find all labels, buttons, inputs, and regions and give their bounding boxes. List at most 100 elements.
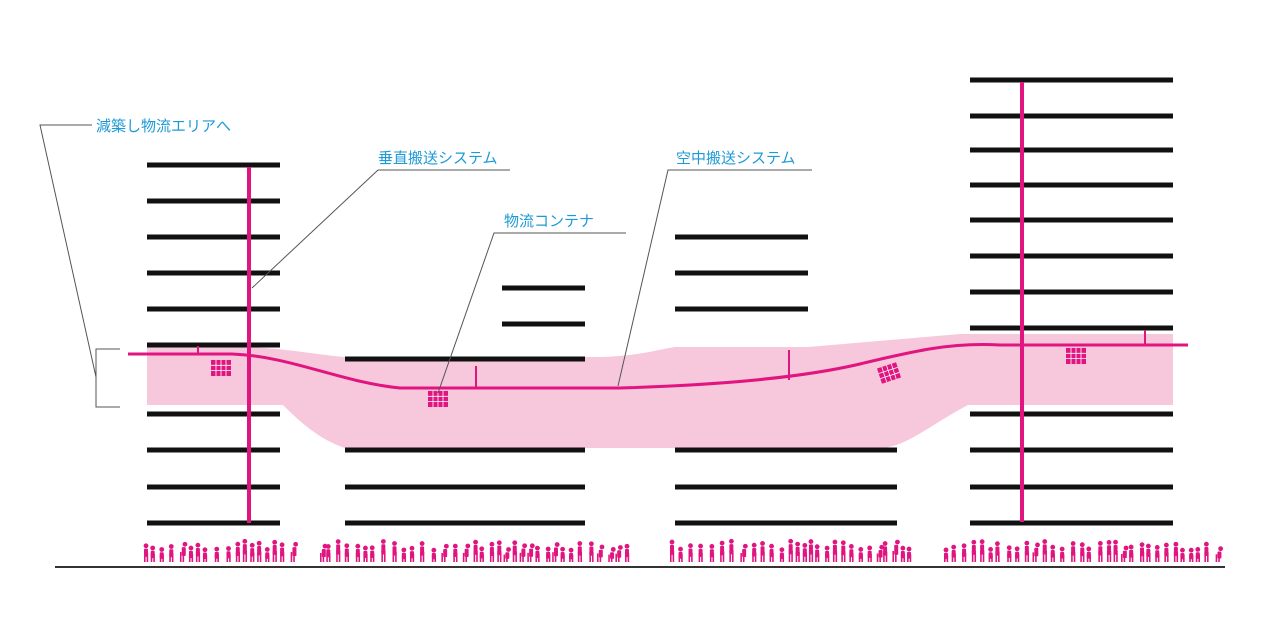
person-silhouette xyxy=(235,541,241,562)
floor-slab xyxy=(970,113,1173,119)
person-silhouette xyxy=(795,541,801,562)
person-silhouette xyxy=(608,547,616,562)
person-silhouette xyxy=(769,543,774,562)
leader-aerial-transport xyxy=(617,169,812,387)
floor-slab xyxy=(345,520,585,526)
person-silhouette xyxy=(848,544,854,562)
person-silhouette xyxy=(728,538,734,562)
person-silhouette xyxy=(1173,541,1179,562)
person-silhouette xyxy=(1128,544,1134,562)
logistics-containers xyxy=(211,348,1086,407)
person-silhouette xyxy=(1079,542,1085,562)
person-silhouette xyxy=(552,542,560,562)
ground-line xyxy=(55,566,1225,568)
person-silhouette xyxy=(489,541,495,562)
floor-slab xyxy=(970,325,1173,331)
person-silhouette xyxy=(168,544,174,562)
person-silhouette xyxy=(882,541,888,562)
person-silhouette xyxy=(588,541,594,562)
building-3 xyxy=(675,234,808,312)
person-silhouette xyxy=(290,541,299,562)
person-silhouette xyxy=(1154,545,1160,562)
floor-slab xyxy=(970,147,1173,153)
person-silhouette xyxy=(615,545,623,562)
person-silhouette xyxy=(409,545,415,562)
person-silhouette xyxy=(441,543,449,562)
person-silhouette xyxy=(900,545,906,562)
floor-slab xyxy=(675,484,897,490)
person-silhouette xyxy=(1195,547,1201,562)
person-silhouette xyxy=(380,539,386,562)
person-silhouette xyxy=(159,547,165,562)
person-silhouette xyxy=(256,540,262,562)
label-vertical-transport: 垂直搬送システム xyxy=(378,149,498,167)
person-silhouette xyxy=(519,543,528,562)
person-silhouette xyxy=(988,547,994,562)
person-silhouette xyxy=(363,545,368,562)
floor-slab xyxy=(970,182,1173,188)
person-silhouette xyxy=(535,545,540,562)
person-silhouette xyxy=(971,539,977,562)
floor-slab xyxy=(970,289,1173,295)
building-4 xyxy=(970,77,1173,526)
pedestrians xyxy=(143,538,1224,562)
person-silhouette xyxy=(335,539,341,562)
person-silhouette xyxy=(1121,545,1129,562)
person-silhouette xyxy=(401,547,407,562)
vertical-shaft-left xyxy=(247,167,251,523)
floor-slab xyxy=(970,253,1173,259)
person-silhouette xyxy=(226,546,231,562)
person-silhouette xyxy=(698,543,703,562)
person-silhouette xyxy=(751,542,757,562)
person-silhouette xyxy=(1188,547,1194,562)
floor-slab xyxy=(147,342,280,348)
person-silhouette xyxy=(943,547,949,562)
person-silhouette xyxy=(1106,540,1112,562)
logistics-zone xyxy=(147,334,1173,448)
leader-container xyxy=(437,232,626,394)
building-2b xyxy=(502,285,585,327)
rail-hangers xyxy=(197,330,1146,388)
person-silhouette xyxy=(545,546,551,562)
floor-slab xyxy=(502,285,585,291)
person-silhouette xyxy=(760,541,765,562)
person-silhouette xyxy=(1059,546,1065,562)
person-silhouette xyxy=(995,541,1000,562)
building-3b xyxy=(675,447,897,526)
person-silhouette xyxy=(188,545,194,562)
logistics-container xyxy=(428,391,448,407)
floor-slab xyxy=(147,162,280,168)
person-silhouette xyxy=(1113,539,1118,562)
floor-slab xyxy=(970,217,1173,223)
floor-slab xyxy=(147,484,280,490)
aerial-rail xyxy=(128,343,1188,390)
person-silhouette xyxy=(214,546,220,562)
person-silhouette xyxy=(503,547,511,562)
person-silhouette xyxy=(979,539,985,562)
person-silhouette xyxy=(369,545,375,562)
person-silhouette xyxy=(814,544,820,562)
person-silhouette xyxy=(392,541,397,562)
person-silhouette xyxy=(906,546,912,562)
person-silhouette xyxy=(678,546,683,562)
label-container: 物流コンテナ xyxy=(504,212,594,230)
person-silhouette xyxy=(242,538,248,562)
floor-slab xyxy=(147,447,280,453)
person-silhouette xyxy=(479,546,485,562)
floor-slab xyxy=(970,77,1173,83)
zone-bracket xyxy=(95,348,120,408)
person-silhouette xyxy=(560,546,565,562)
floor-slab xyxy=(147,234,280,240)
floor-slab xyxy=(147,306,280,312)
floor-slab xyxy=(970,447,1173,453)
person-silhouette xyxy=(867,545,873,562)
person-silhouette xyxy=(462,543,471,562)
logistics-container xyxy=(1066,348,1086,364)
person-silhouette xyxy=(249,542,255,562)
person-silhouette xyxy=(568,547,574,562)
person-silhouette xyxy=(1145,543,1151,562)
person-silhouette xyxy=(719,540,725,562)
floor-slab xyxy=(345,356,585,362)
person-silhouette xyxy=(1032,542,1040,562)
